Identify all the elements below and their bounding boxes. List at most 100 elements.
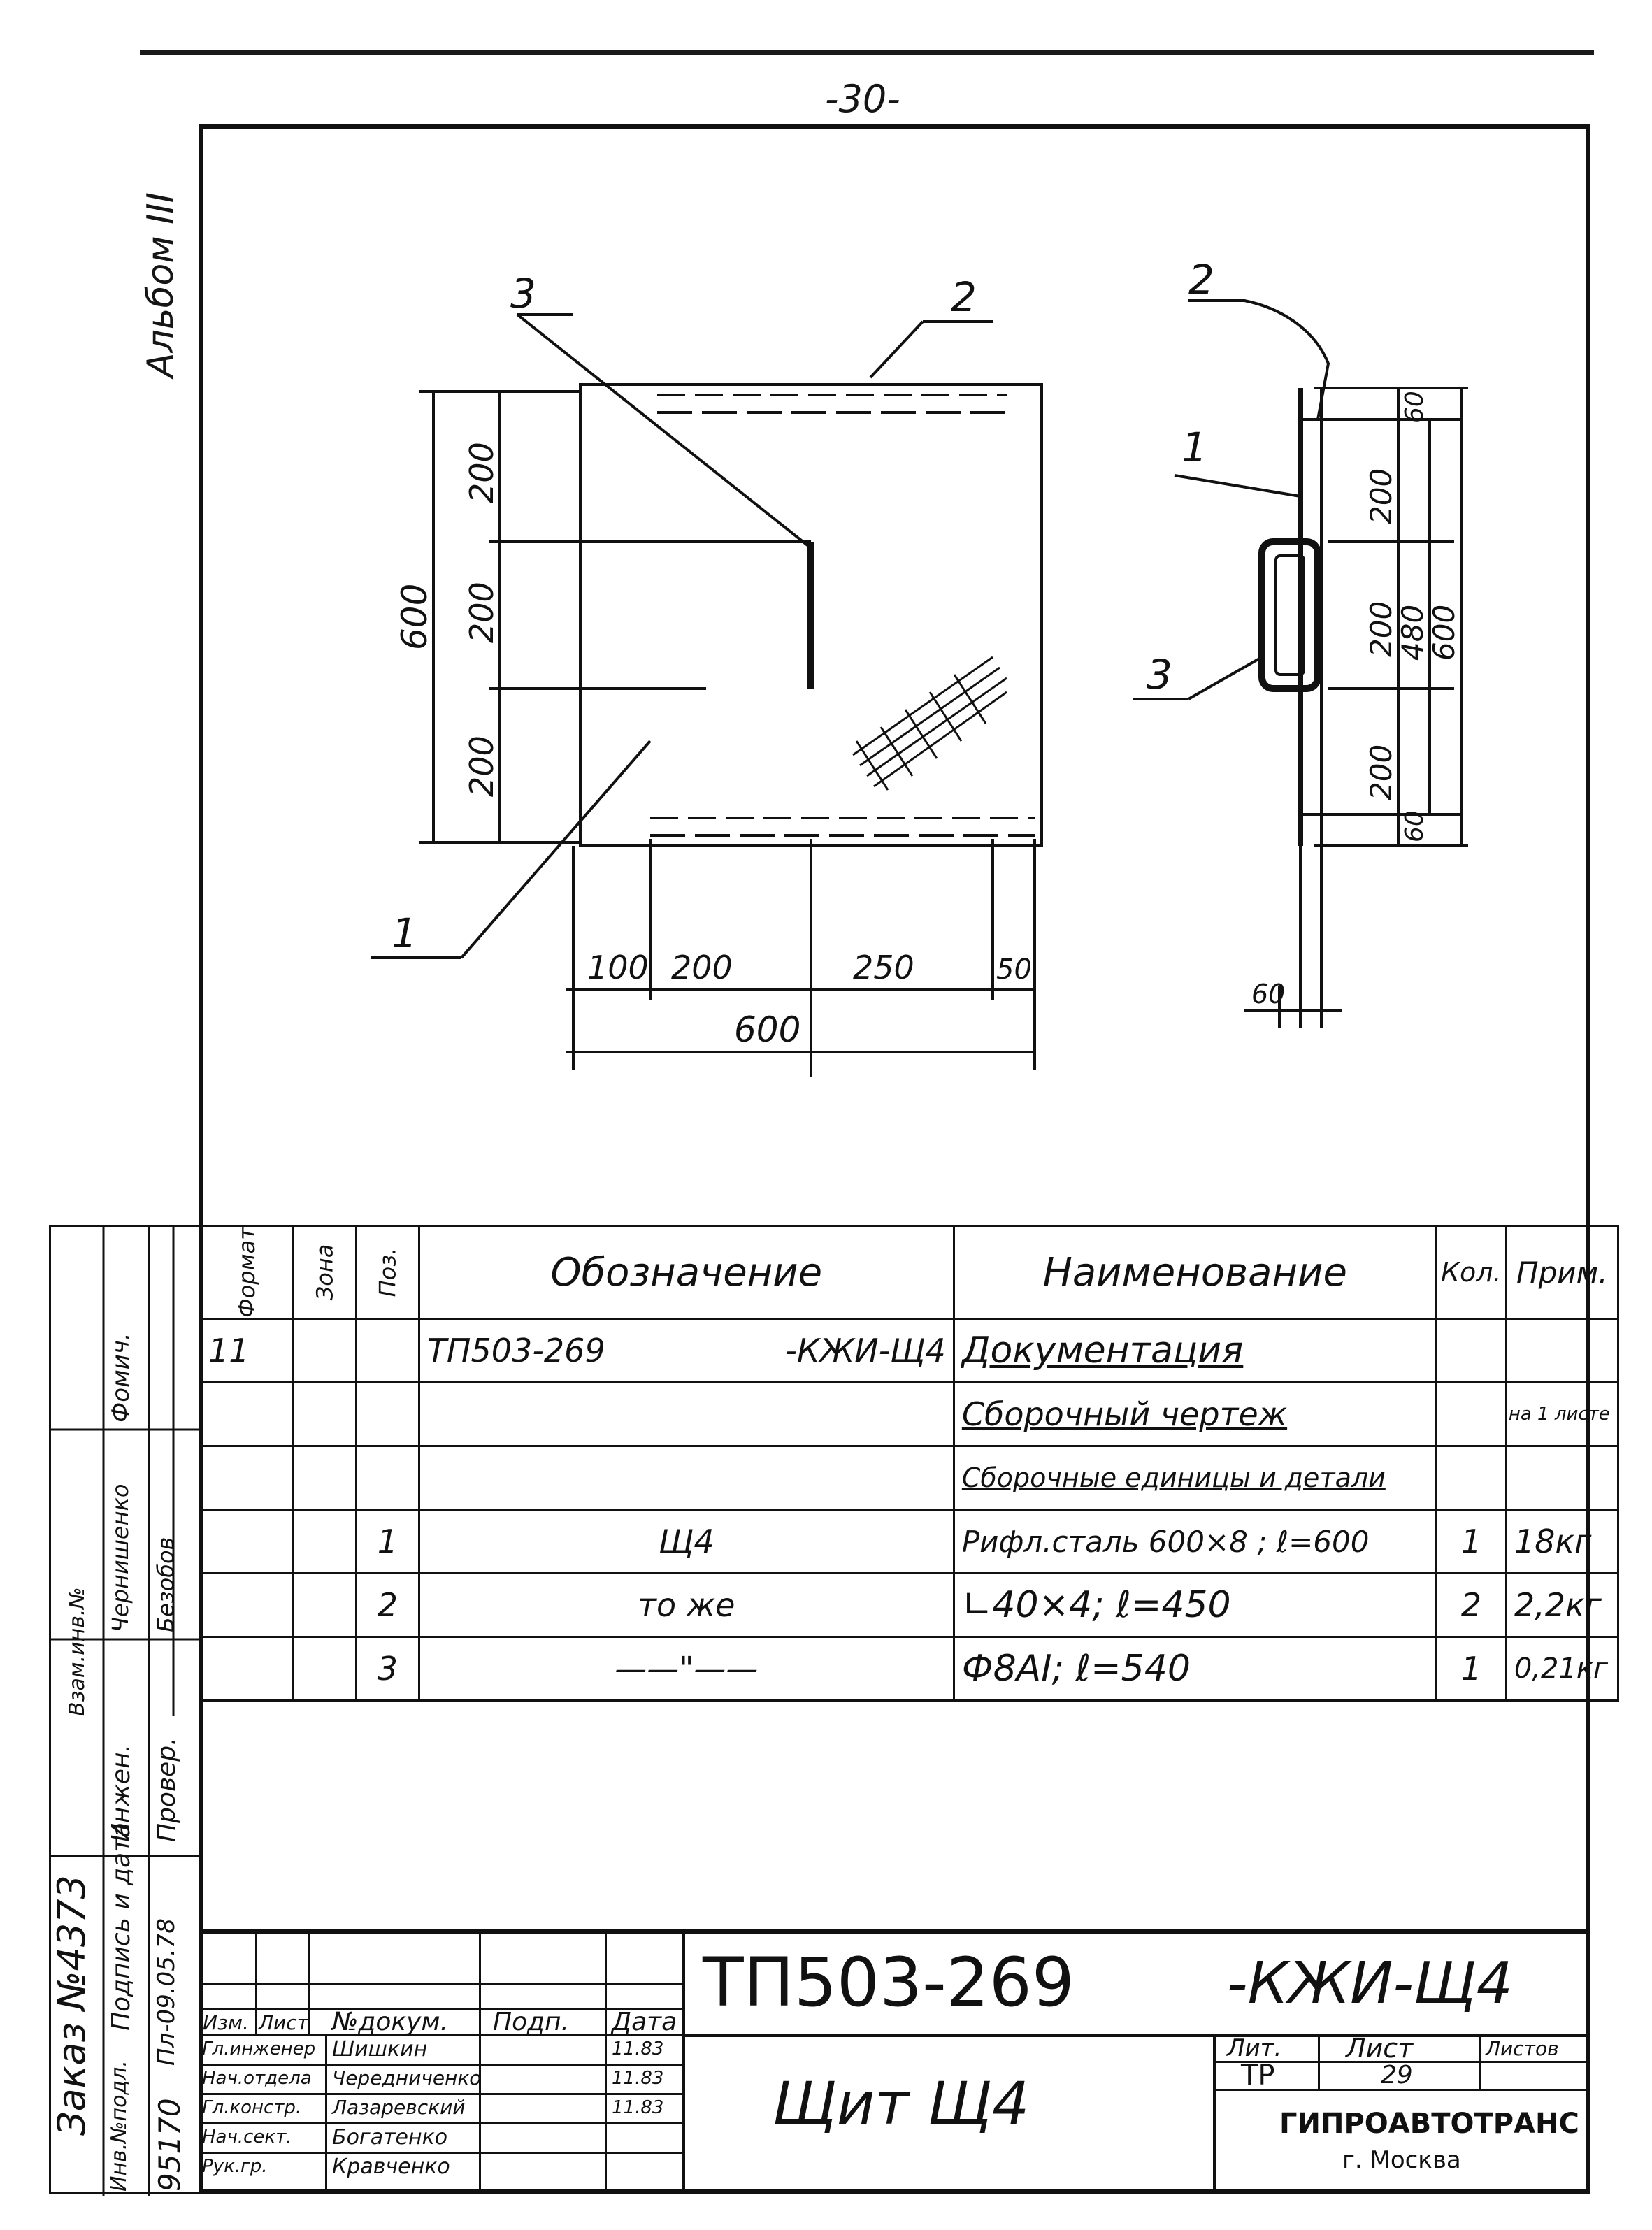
cell-qty (1435, 1445, 1507, 1511)
signer-3: Лазаревский (332, 2096, 466, 2119)
hdr-izm: Изм. (203, 2011, 249, 2034)
col-cher: Чернишенко (107, 1483, 134, 1632)
cell-zone (292, 1636, 357, 1702)
doc-code-suffix: -КЖИ-Щ4 (1227, 1950, 1513, 2017)
date-3: 11.83 (612, 2097, 664, 2118)
dim-h-total: 600 (734, 1009, 800, 1050)
hdr-qty: Кол. (1435, 1225, 1507, 1320)
cell-name: ∟40×4; ℓ=450 (952, 1572, 1437, 1638)
hdr-doc: №докум. (332, 2008, 449, 2036)
cell-pos: 2 (354, 1572, 420, 1638)
side-dim-1: 200 (1364, 468, 1398, 524)
role-5: Рук.гр. (202, 2156, 268, 2177)
cell-note: на 1 листе (1504, 1381, 1619, 1447)
hdr-date: Дата (612, 2008, 677, 2036)
cell-designation: то же (417, 1572, 955, 1638)
col-fom: Фомич. (107, 1332, 135, 1423)
cell-name: Сборочные единицы и детали (952, 1445, 1437, 1511)
cell-name: Сборочный чертеж (952, 1381, 1437, 1447)
page-number: -30- (825, 77, 900, 121)
cell-note (1504, 1318, 1619, 1383)
dim-h-2: 200 (671, 949, 733, 986)
leader-3 (516, 313, 809, 547)
date-2: 11.83 (612, 2068, 664, 2089)
side-dim-top: 60 (1400, 391, 1429, 423)
cell-note: 0,21кг (1504, 1636, 1619, 1702)
spec-header-row: Формат Зона Поз. Обозначение Наименовани… (199, 1225, 1619, 1320)
cell-format (199, 1381, 294, 1447)
hdr-zone: Зона (292, 1225, 357, 1320)
cell-format: 11 (199, 1318, 294, 1383)
hdr-list: Лист (259, 2011, 308, 2034)
stage-value: ТР (1241, 2059, 1275, 2092)
cell-zone (292, 1572, 357, 1638)
cell-qty: 1 (1435, 1509, 1507, 1574)
role-4: Нач.сект. (202, 2127, 292, 2148)
cell-designation (417, 1445, 955, 1511)
cell-format (199, 1572, 294, 1638)
table-row: 1 Щ4 Рифл.сталь 600×8 ; ℓ=600 1 18кг (199, 1509, 1619, 1574)
hdr-pos: Поз. (354, 1225, 420, 1320)
cell-designation (417, 1381, 955, 1447)
hdr-name: Наименование (952, 1225, 1437, 1320)
sheet-value: 29 (1381, 2061, 1413, 2089)
cell-qty: 1 (1435, 1636, 1507, 1702)
cell-pos: 1 (354, 1509, 420, 1574)
callout-2: 2 (951, 273, 977, 321)
stage-label: Лит. (1227, 2034, 1282, 2062)
signer-2: Чередниченко (332, 2066, 482, 2089)
role-2: Нач.отдела (202, 2068, 312, 2089)
cell-pos: 3 (354, 1636, 420, 1702)
side-dim-60: 60 (1251, 979, 1285, 1009)
cell-qty (1435, 1318, 1507, 1383)
side-dim-2: 200 (1364, 601, 1398, 657)
org-city: г. Москва (1342, 2146, 1461, 2174)
side-callout-3: 3 (1147, 651, 1172, 698)
hdr-note: Прим. (1504, 1225, 1619, 1320)
spec-table: Формат Зона Поз. Обозначение Наименовани… (199, 1225, 1619, 1702)
cell-name: Ф8АI; ℓ=540 (952, 1636, 1437, 1702)
hdr-format: Формат (199, 1225, 294, 1320)
signer-1: Шишкин (332, 2037, 428, 2062)
table-row: Сборочный чертеж на 1 листе (199, 1381, 1619, 1447)
table-row: 11 ТП503-269-КЖИ-Щ4 Документация (199, 1318, 1619, 1383)
side-callout-2: 2 (1188, 256, 1214, 303)
col-prov: Провер. (152, 1737, 181, 1842)
cell-note: 18кг (1504, 1509, 1619, 1574)
cell-zone (292, 1509, 357, 1574)
signer-5: Кравченко (332, 2155, 450, 2179)
cell-pos (354, 1318, 420, 1383)
cell-note: 2,2кг (1504, 1572, 1619, 1638)
dim-h-4: 50 (996, 954, 1032, 986)
col-bez: Безобов (152, 1537, 179, 1632)
dim-v-1: 200 (463, 442, 501, 503)
dim-h-1: 100 (587, 949, 649, 986)
cell-format (199, 1636, 294, 1702)
sheet-label: Лист (1346, 2033, 1414, 2064)
binding-strip: Заказ №4373 Подпись и дата Пл-09.05.78 И… (49, 1225, 201, 2196)
cell-zone (292, 1445, 357, 1511)
cell-qty: 2 (1435, 1572, 1507, 1638)
date-1: 11.83 (612, 2038, 664, 2059)
sheets-label: Листов (1486, 2037, 1559, 2060)
side-dim-3: 200 (1364, 744, 1398, 800)
cell-format (199, 1509, 294, 1574)
cell-designation: Щ4 (417, 1509, 955, 1574)
org-name: ГИПРОАВТОТРАНС (1279, 2108, 1579, 2140)
table-row: 2 то же ∟40×4; ℓ=450 2 2,2кг (199, 1572, 1619, 1638)
role-1: Гл.инженер (202, 2038, 316, 2059)
title-block: Изм. Лист №докум. Подп. Дата Гл.инженер … (199, 1929, 1590, 2194)
doc-code: ТП503-269 (703, 1943, 1075, 2022)
cell-zone (292, 1318, 357, 1383)
dim-h-3: 250 (853, 949, 914, 986)
checker-plate-hatch (852, 656, 1007, 791)
role-3: Гл.констр. (202, 2097, 302, 2118)
cell-designation: ——"—— (417, 1636, 955, 1702)
top-rule (140, 50, 1594, 55)
dim-v-2: 200 (463, 582, 501, 643)
side-dim-bot: 60 (1400, 810, 1429, 842)
cell-pos (354, 1381, 420, 1447)
col-inzh: Инжен. (107, 1743, 136, 1842)
drawing-frame (199, 124, 1590, 2194)
leader-1 (460, 740, 652, 959)
